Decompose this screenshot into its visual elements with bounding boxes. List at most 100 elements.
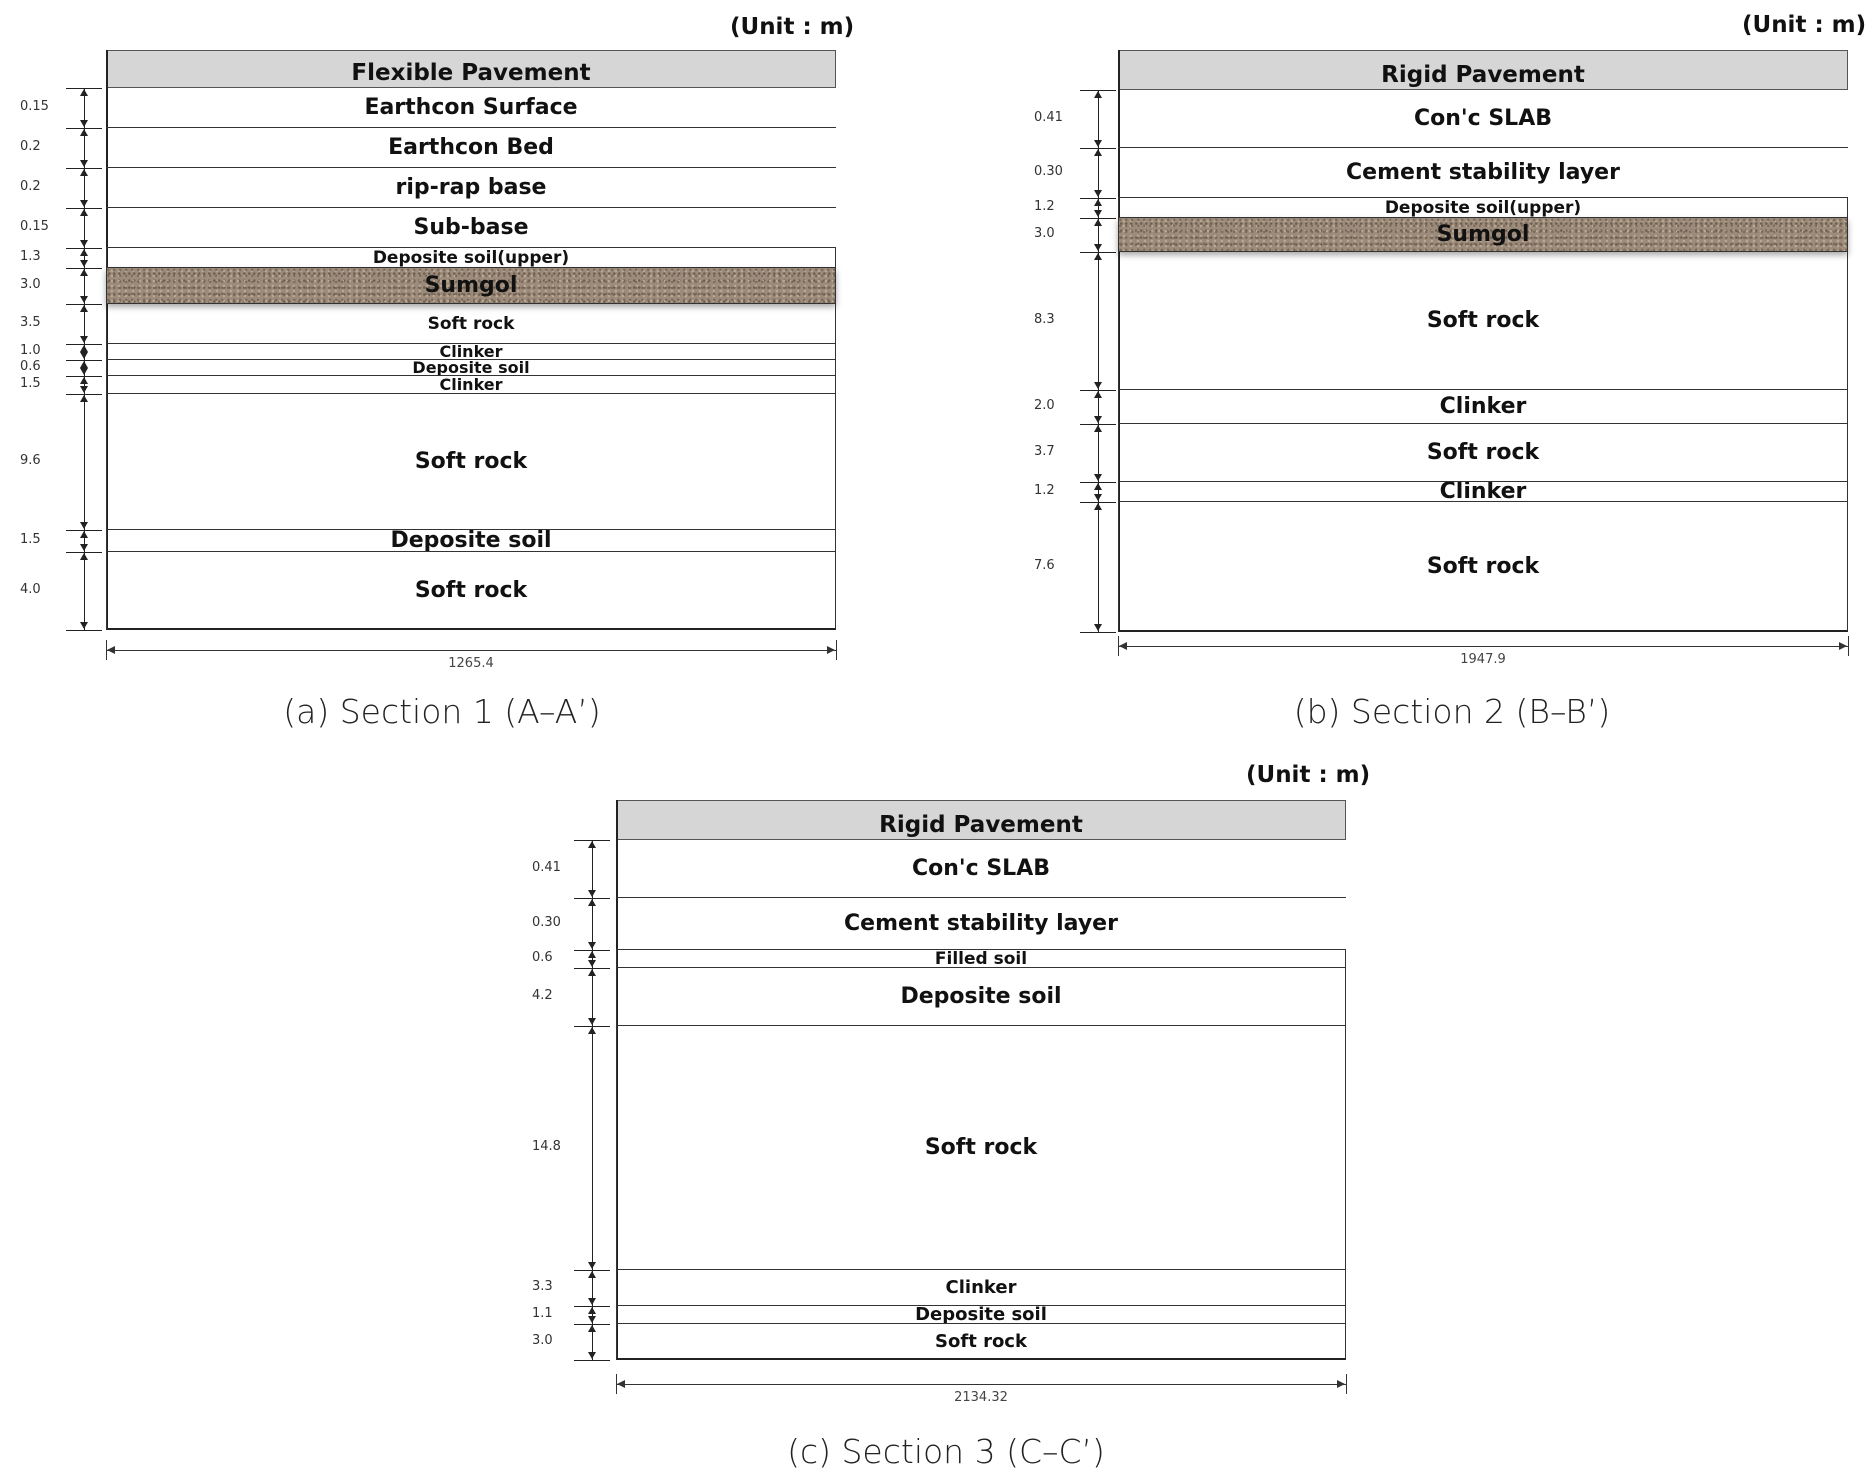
caption-section-2: (b) Section 2 (B–B’)	[1293, 692, 1611, 731]
dimension-tick	[1080, 502, 1116, 503]
layer-thickness-value: 1.1	[532, 1306, 553, 1321]
dimension-arrow-down	[80, 240, 88, 247]
dimension-arrow-up	[80, 377, 88, 384]
width-dimension-line	[1118, 646, 1848, 647]
dimension-arrow-down	[588, 890, 596, 897]
layer-sumgol: Sumgol	[1118, 218, 1848, 252]
width-arrow-right	[1337, 1380, 1345, 1388]
layer-thickness-value: 3.0	[532, 1333, 553, 1348]
dimension-arrow-down	[80, 120, 88, 127]
dimension-arrow-up	[80, 531, 88, 538]
dimension-arrow-down	[588, 1298, 596, 1305]
dimension-arrow-down	[1094, 140, 1102, 147]
dimension-tick	[66, 530, 102, 531]
layer-thickness-value: 3.0	[1034, 226, 1055, 241]
dimension-arrow-down	[80, 336, 88, 343]
dimension-tick	[66, 248, 102, 249]
dimension-arrow-up	[80, 553, 88, 560]
dimension-tick	[1080, 198, 1116, 199]
dimension-arrow-down	[1094, 190, 1102, 197]
width-dimension-line	[616, 1384, 1346, 1385]
dimension-tick	[66, 394, 102, 395]
dimension-arrow-down	[80, 352, 88, 359]
layer-thickness-value: 9.6	[20, 453, 41, 468]
layer-thickness-value: 7.6	[1034, 558, 1055, 573]
dimension-tick	[66, 168, 102, 169]
dimension-tick	[66, 376, 102, 377]
dimension-arrow-down	[80, 622, 88, 629]
layer-sumgol: Sumgol	[106, 268, 836, 304]
dimension-arrow-up	[588, 1307, 596, 1314]
dimension-arrow-up	[80, 305, 88, 312]
dimension-arrow-down	[80, 296, 88, 303]
layer-soft-rock: Soft rock	[616, 1026, 1346, 1270]
dimension-arrow-down	[1094, 244, 1102, 251]
thickness-dimension-line	[84, 88, 85, 630]
dimension-tick	[66, 208, 102, 209]
layer-clinker: Clinker	[1118, 390, 1848, 424]
dimension-arrow-up	[588, 951, 596, 958]
dimension-tick	[1080, 148, 1116, 149]
dimension-arrow-up	[80, 345, 88, 352]
layer-soft-rock: Soft rock	[106, 304, 836, 344]
dimension-arrow-down	[1094, 624, 1102, 631]
layer-thickness-value: 0.41	[1034, 110, 1063, 125]
layer-soft-rock: Soft rock	[106, 394, 836, 530]
layer-con-c-slab: Con'c SLAB	[616, 840, 1346, 898]
dimension-arrow-down	[588, 1352, 596, 1359]
layer-deposite-soil: Deposite soil	[616, 1306, 1346, 1324]
layer-soft-rock: Soft rock	[1118, 252, 1848, 390]
dimension-arrow-down	[588, 960, 596, 967]
dimension-arrow-up	[80, 209, 88, 216]
layer-thickness-value: 0.6	[532, 950, 553, 965]
dimension-tick	[66, 88, 102, 89]
dimension-arrow-up	[80, 269, 88, 276]
unit-label-section-1: (Unit : m)	[730, 14, 855, 40]
caption-section-1: (a) Section 1 (A–A’)	[283, 692, 601, 731]
dimension-arrow-down	[588, 1018, 596, 1025]
dimension-arrow-up	[80, 169, 88, 176]
layer-thickness-value: 1.5	[20, 376, 41, 391]
dimension-arrow-up	[80, 89, 88, 96]
layer-thickness-value: 0.30	[532, 915, 561, 930]
dimension-arrow-down	[588, 942, 596, 949]
dimension-arrow-down	[588, 1316, 596, 1323]
width-arrow-left	[107, 646, 115, 654]
dimension-tick	[1080, 390, 1116, 391]
layer-thickness-value: 0.2	[20, 139, 41, 154]
dimension-arrow-up	[588, 1271, 596, 1278]
dimension-tick	[1080, 218, 1116, 219]
width-arrow-right	[827, 646, 835, 654]
dimension-arrow-up	[80, 361, 88, 368]
dimension-arrow-down	[80, 522, 88, 529]
dimension-tick	[66, 552, 102, 553]
dimension-tick	[66, 360, 102, 361]
width-arrow-left	[617, 1380, 625, 1388]
layer-deposite-soil: Deposite soil	[616, 968, 1346, 1026]
layer-soft-rock: Soft rock	[1118, 424, 1848, 482]
dimension-arrow-up	[588, 1027, 596, 1034]
caption-section-3: (c) Section 3 (C–C’)	[787, 1432, 1105, 1471]
dimension-tick	[66, 344, 102, 345]
layer-sub-base: Sub-base	[106, 208, 836, 248]
layer-soft-rock: Soft rock	[1118, 502, 1848, 632]
layer-clinker: Clinker	[106, 344, 836, 360]
width-arrow-right	[1839, 642, 1847, 650]
dimension-tick	[1080, 252, 1116, 253]
dimension-arrow-down	[1094, 382, 1102, 389]
layer-earthcon-bed: Earthcon Bed	[106, 128, 836, 168]
layer-thickness-value: 4.2	[532, 988, 553, 1003]
layer-clinker: Clinker	[106, 376, 836, 394]
unit-label-section-3: (Unit : m)	[1246, 762, 1371, 788]
layer-thickness-value: 1.5	[20, 532, 41, 547]
layer-cement-stability-layer: Cement stability layer	[1118, 148, 1848, 198]
dimension-arrow-up	[588, 841, 596, 848]
layer-thickness-value: 3.3	[532, 1279, 553, 1294]
dimension-tick	[574, 1026, 610, 1027]
dimension-tick	[66, 630, 102, 631]
dimension-tick	[574, 968, 610, 969]
dimension-arrow-down	[588, 1262, 596, 1269]
dimension-arrow-down	[1094, 474, 1102, 481]
dimension-tick	[66, 128, 102, 129]
